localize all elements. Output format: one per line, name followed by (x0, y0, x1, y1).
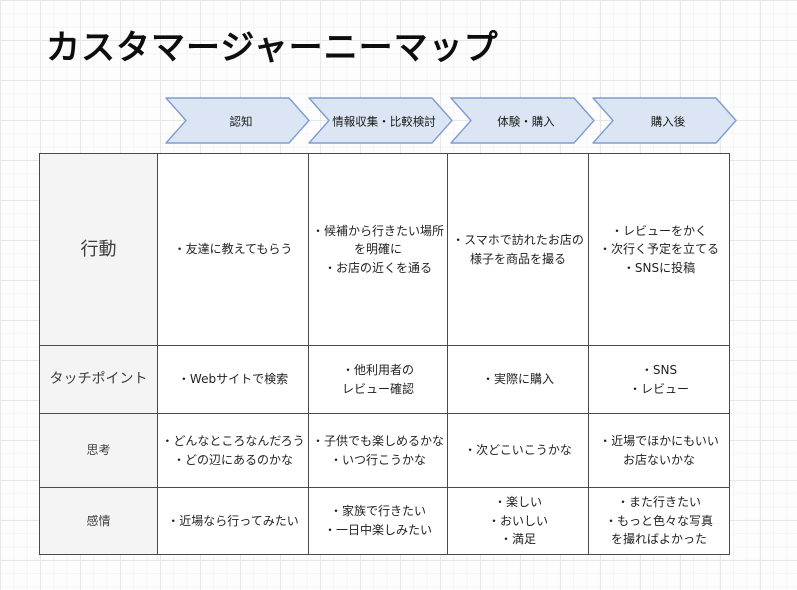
cell-touchpoint-awareness: ・Webサイトで検索 (158, 346, 309, 414)
journey-table: 行動 ・友達に教えてもらう ・候補から行きたい場所 を明確に ・お店の近くを通る… (39, 153, 730, 555)
cell-emotion-awareness: ・近場なら行ってみたい (158, 488, 309, 554)
chevron-shape (450, 97, 595, 144)
chevron-shape (165, 97, 310, 144)
phase-arrow-research: 情報収集・比較検討 (308, 97, 453, 144)
cell-behavior-awareness: ・友達に教えてもらう (158, 154, 309, 346)
cell-behavior-purchase: ・スマホで訪れたお店の 様子を商品を撮る (448, 154, 589, 346)
phase-arrow-label: 情報収集・比較検討 (332, 115, 436, 129)
row-header-emotion: 感情 (40, 488, 158, 554)
phase-arrow-post-purchase: 購入後 (592, 97, 737, 144)
chevron-shape (308, 97, 453, 144)
cell-thinking-purchase: ・次どこいこうかな (448, 414, 589, 488)
cell-touchpoint-purchase: ・実際に購入 (448, 346, 589, 414)
cell-thinking-post-purchase: ・近場でほかにもいい お店ないかな (589, 414, 729, 488)
chevron-shape (592, 97, 737, 144)
phase-arrow-purchase: 体験・購入 (450, 97, 595, 144)
cell-emotion-research: ・家族で行きたい ・一日中楽しみたい (309, 488, 448, 554)
cell-thinking-awareness: ・どんなところなんだろう ・どの辺にあるのかな (158, 414, 309, 488)
phase-arrow-label: 購入後 (651, 115, 686, 129)
cell-behavior-research: ・候補から行きたい場所 を明確に ・お店の近くを通る (309, 154, 448, 346)
cell-behavior-post-purchase: ・レビューをかく ・次行く予定を立てる ・SNSに投稿 (589, 154, 729, 346)
row-header-touchpoint: タッチポイント (40, 346, 158, 414)
phase-arrow-row: 認知 情報収集・比較検討 体験・購入 購入後 (165, 97, 765, 144)
phase-arrow-label: 体験・購入 (497, 115, 555, 129)
cell-emotion-purchase: ・楽しい ・おいしい ・満足 (448, 488, 589, 554)
cell-touchpoint-post-purchase: ・SNS ・レビュー (589, 346, 729, 414)
phase-arrow-label: 認知 (230, 115, 253, 129)
cell-emotion-post-purchase: ・また行きたい ・もっと色々な写真 を撮ればよかった (604, 495, 713, 547)
cell-thinking-research: ・子供でも楽しめるかな ・いつ行こうかな (309, 414, 448, 488)
row-header-thinking: 思考 (40, 414, 158, 488)
row-header-behavior: 行動 (40, 154, 158, 346)
cell-touchpoint-research: ・他利用者の レビュー確認 (309, 346, 448, 414)
page-title: カスタマージャーニーマップ (46, 28, 499, 68)
phase-arrow-awareness: 認知 (165, 97, 310, 144)
